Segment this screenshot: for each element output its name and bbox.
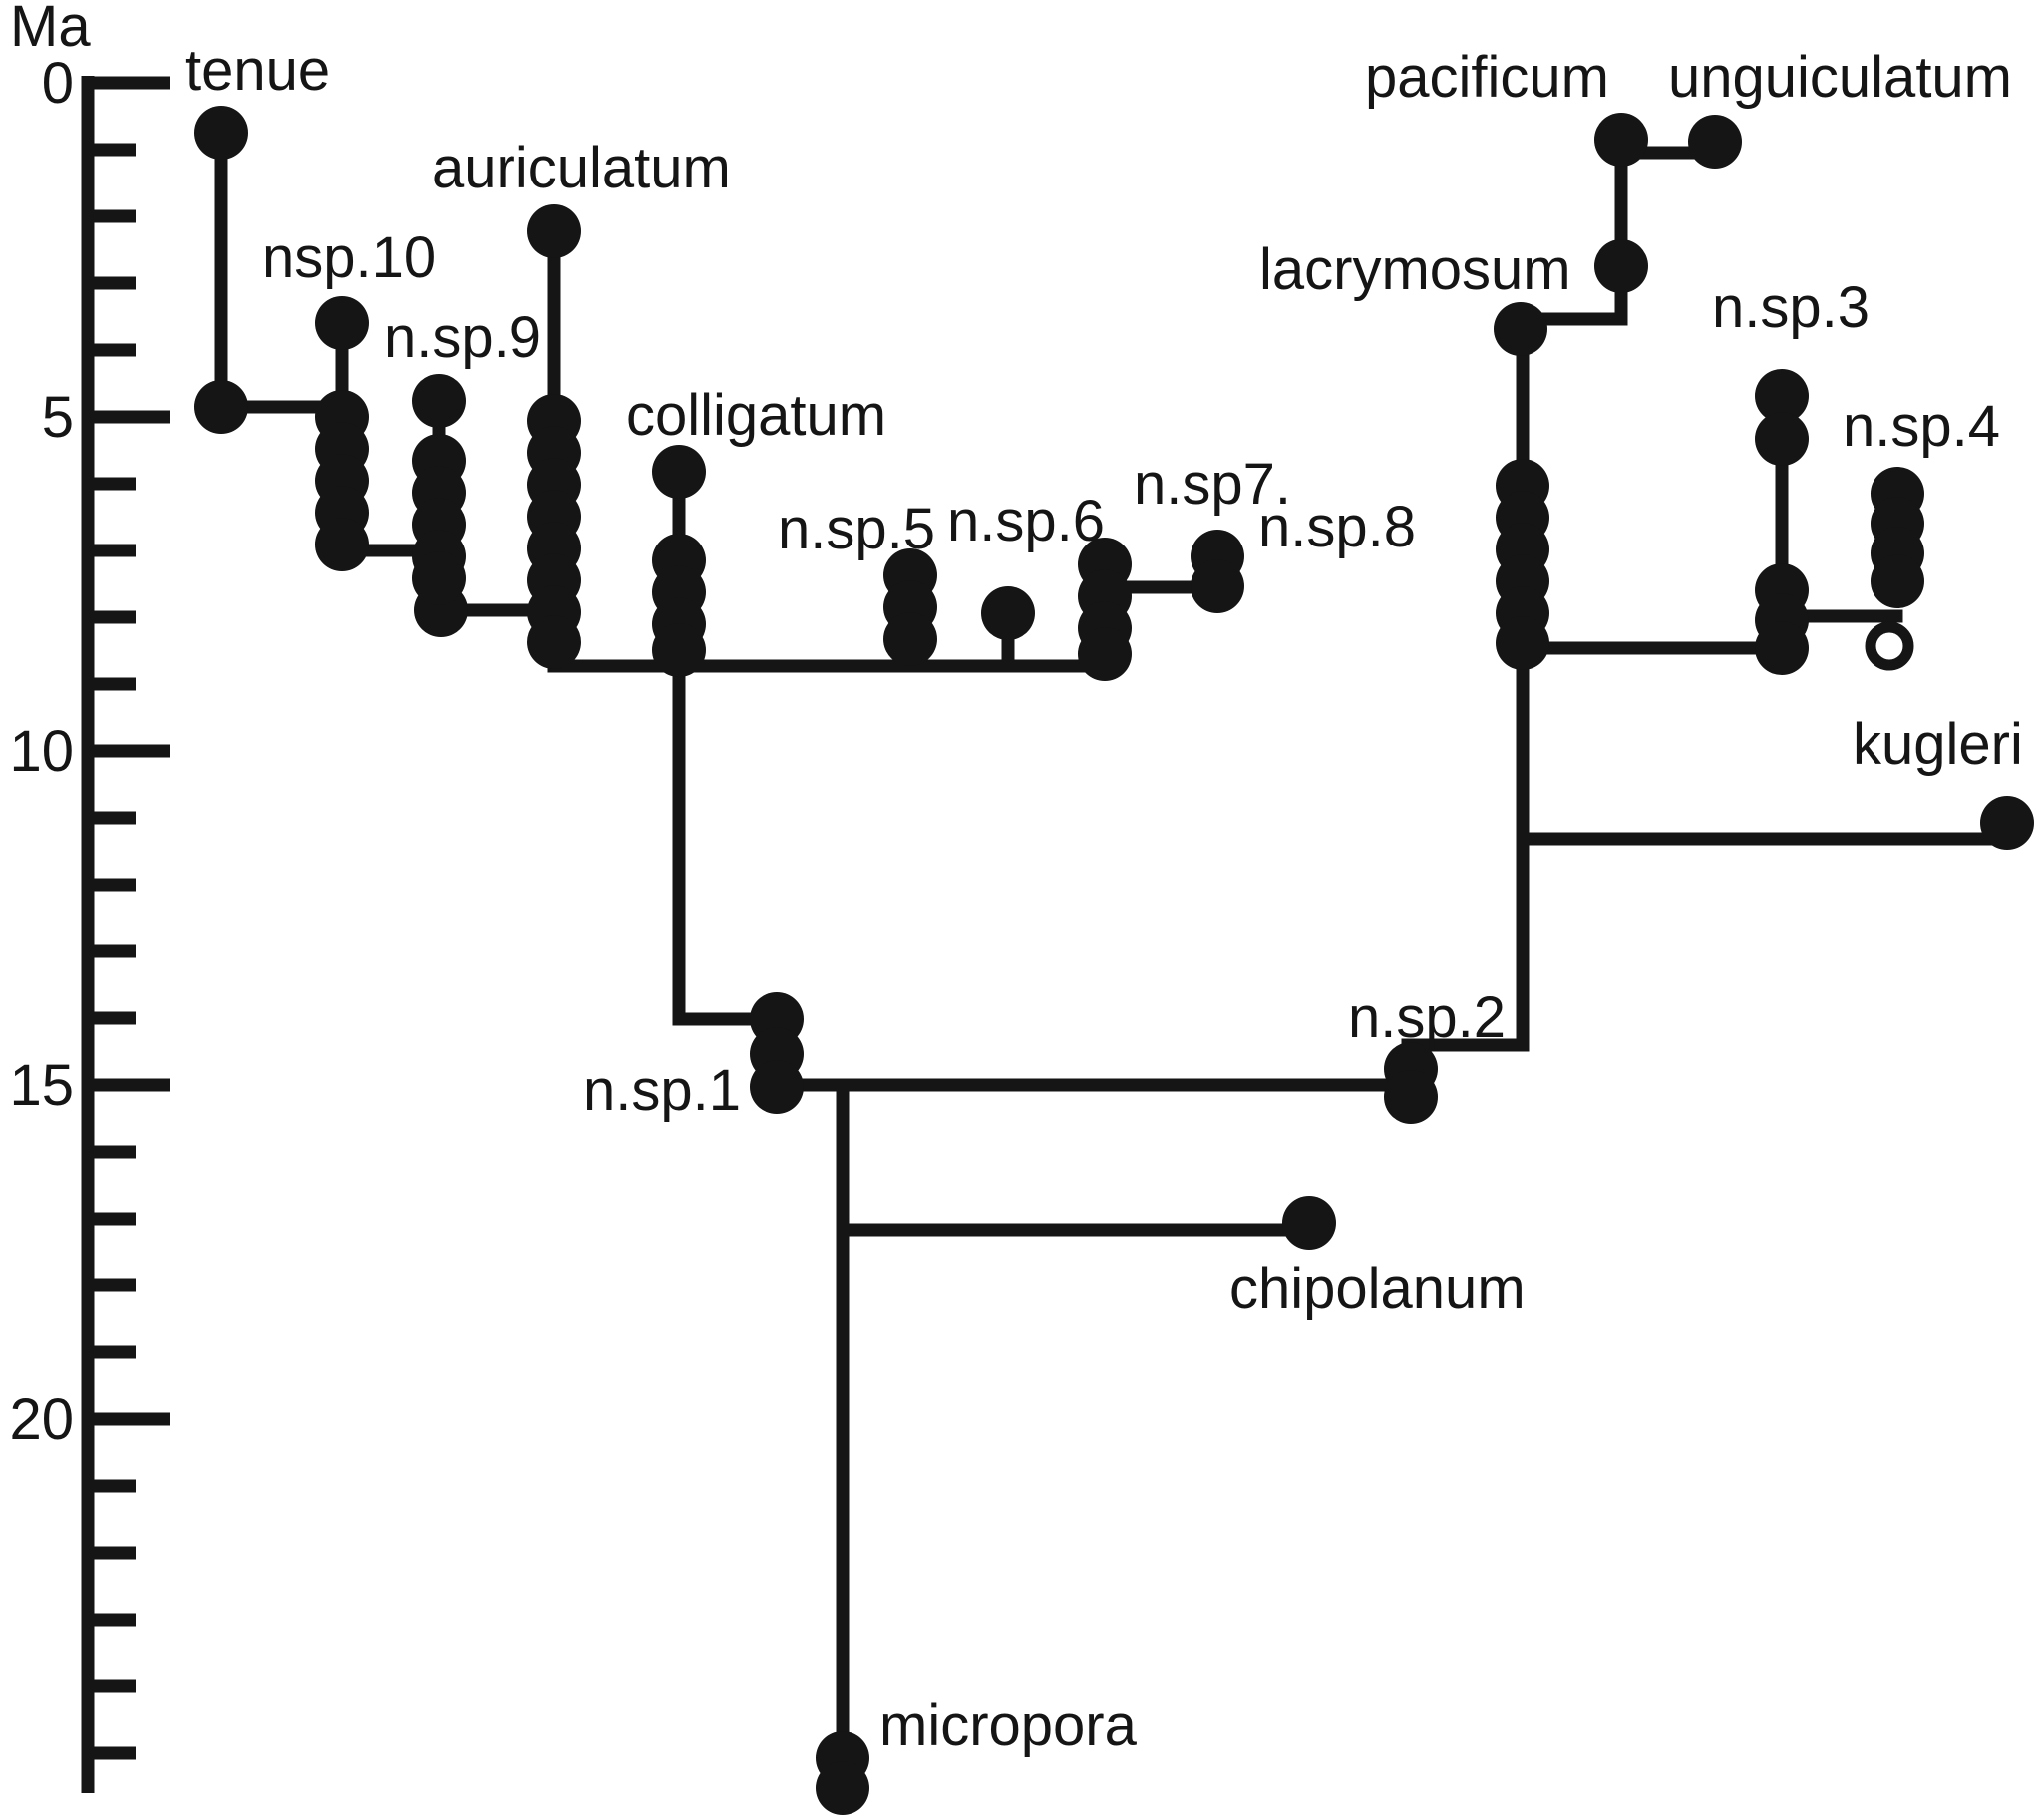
taxon-label-n-sp-5: n.sp.5 (778, 497, 935, 561)
nsp3-occurrences (1755, 563, 1809, 675)
nsp9-tip-dot (412, 374, 466, 428)
nsp4-occurrences (1871, 467, 1924, 608)
nsp9-occurrences (412, 434, 466, 605)
colligatum-occurrences-dot (652, 623, 706, 677)
nsp6-occurrence-dot (981, 586, 1035, 640)
taxon-label-n-sp-1: n.sp.1 (583, 1058, 741, 1123)
tenue-tip-dot (194, 106, 248, 160)
colligatum-occurrences (652, 534, 706, 677)
nsp9-occurrences-dot (412, 551, 466, 605)
pacificum-node-dot (1594, 239, 1648, 293)
colligatum-tip-dot (652, 445, 706, 499)
taxon-label-unguiculatum: unguiculatum (1668, 45, 2012, 110)
taxon-labels: tenue nsp.10 n.sp.9 auriculatum colligatum n.… (185, 38, 2023, 1758)
nsp5-occurrences (883, 548, 937, 666)
taxon-label-n-sp-3: n.sp.3 (1712, 275, 1870, 340)
nsp4-occurrences-dot (1871, 554, 1924, 608)
axis-tick-label-10: 10 (9, 719, 74, 784)
nsp10-occurrences-dot (315, 518, 369, 571)
tenue-node-dot (194, 380, 248, 434)
taxon-label-auriculatum: auriculatum (432, 136, 731, 200)
nsp8-occurrences-dot (1191, 559, 1244, 613)
axis-tick-label-20: 20 (9, 1387, 74, 1452)
axis-tick-label-15: 15 (9, 1053, 74, 1118)
nsp2-occurrences (1384, 1042, 1438, 1124)
axis-unit-label: Ma (10, 0, 91, 59)
micropora-occurrences (816, 1731, 869, 1815)
unguiculatum-tip-dot (1688, 115, 1742, 169)
taxon-label-n-sp-4: n.sp.4 (1843, 394, 2000, 459)
taxon-label-pacificum: pacificum (1365, 45, 1609, 110)
kugleri-tip-dot (1980, 796, 2034, 850)
nsp10-tip-dot (315, 296, 369, 350)
nsp3-tip-dot-lower (1755, 412, 1809, 466)
taxon-label-n-sp-6: n.sp.6 (947, 489, 1105, 553)
nsp5-occurrences-dot (883, 612, 937, 666)
taxon-label-kugleri: kugleri (1853, 712, 2023, 777)
taxon-label-n-sp-9: n.sp.9 (384, 305, 541, 370)
nsp7-occurrences-dot (1078, 627, 1132, 681)
lacrymosum-occurrences (1496, 459, 1549, 670)
pacificum-tip-dot (1594, 113, 1648, 167)
time-axis: 0 5 10 15 20 Ma (9, 0, 170, 1793)
lacrymosum-occurrences-dot (1496, 616, 1549, 670)
nsp3-tip-dot-upper (1755, 369, 1809, 423)
taxon-label-lacrymosum: lacrymosum (1259, 237, 1571, 302)
taxon-label-n-sp-7: n.sp7. (1134, 452, 1291, 517)
tree-dots (194, 106, 2034, 1815)
axis-tick-label-0: 0 (42, 51, 74, 116)
auriculatum-tip-dot (527, 204, 581, 258)
taxon-label-n-sp-2: n.sp.2 (1348, 985, 1506, 1050)
taxon-label-n-sp-8: n.sp.8 (1258, 495, 1416, 559)
chipolanum-tip-dot (1282, 1196, 1336, 1250)
nsp4-open-occurrence-dot (1865, 621, 1914, 671)
axis-tick-label-5: 5 (42, 385, 74, 450)
tree-branches (214, 126, 2007, 1772)
nsp10-occurrences (315, 390, 369, 571)
taxon-label-chipolanum: chipolanum (1229, 1257, 1526, 1321)
taxon-label-micropora: micropora (879, 1693, 1138, 1758)
taxon-label-tenue: tenue (185, 38, 330, 103)
auriculatum-occurrences-dot (527, 615, 581, 669)
taxon-label-nsp-10: nsp.10 (262, 225, 436, 290)
micropora-occurrences-dot (816, 1761, 869, 1815)
nsp1-occurrences (750, 992, 804, 1114)
nsp1-occurrences-dot (750, 1060, 804, 1114)
nsp8-occurrences (1191, 530, 1244, 613)
taxon-label-colligatum: colligatum (626, 383, 886, 448)
nsp3-occurrences-dot (1755, 621, 1809, 675)
nsp2-occurrences-dot (1384, 1070, 1438, 1124)
auriculatum-occurrences (527, 394, 581, 669)
nsp7-occurrences (1078, 538, 1132, 681)
lacrymosum-tip-dot (1494, 302, 1547, 356)
